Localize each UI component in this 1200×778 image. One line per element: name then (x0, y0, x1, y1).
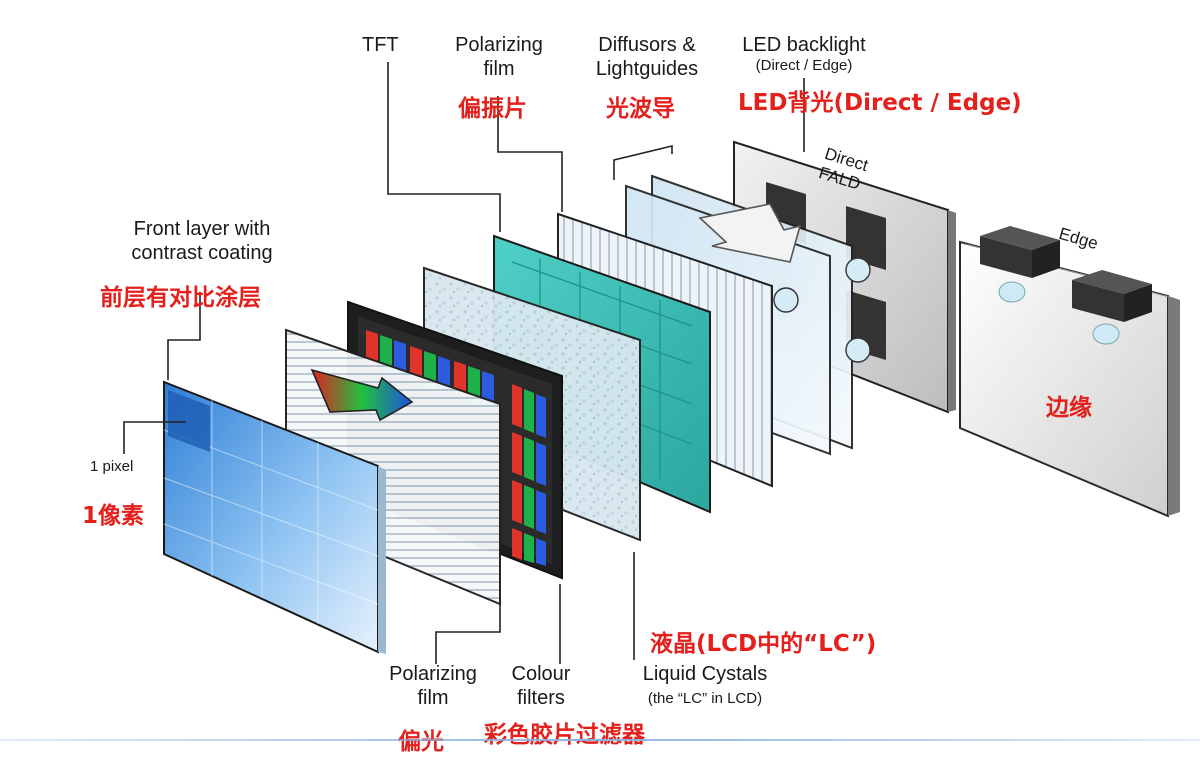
diffusors-line1: Diffusors & (598, 34, 696, 56)
pixel-cn: 1像素 (82, 503, 145, 529)
led-backlight-line1: LED backlight (742, 34, 866, 56)
polarizing-film-top-line1: Polarizing (455, 34, 543, 56)
polarizing-film-bottom-cn: 偏光 (398, 729, 444, 755)
edge-led-right (1072, 270, 1152, 345)
polarizing-film-top-label: Polarizing film (446, 33, 552, 81)
liquid-crystals-line1: Liquid Cystals (642, 663, 768, 685)
colour-filters-line2: filters (517, 687, 565, 709)
edge-cn: 边缘 (1046, 395, 1092, 421)
pixel-highlight (168, 390, 210, 452)
pixel-label: 1 pixel (90, 458, 134, 475)
diffusors-cn: 光波导 (606, 96, 675, 122)
liquid-crystals-cn: 液晶(LCD中的“LC”) (650, 631, 877, 657)
colour-filters-line1: Colour (511, 663, 571, 685)
polarizing-film-bottom-label: Polarizing film (378, 662, 488, 710)
front-pixel-panel (163, 380, 386, 654)
front-layer-line1: Front layer with (133, 218, 271, 240)
bottom-divider (0, 739, 1200, 741)
polarizing-film-top-line2: film (483, 58, 515, 80)
diffusors-line2: Lightguides (595, 58, 699, 80)
tft-label: TFT (362, 34, 399, 56)
front-layer-cn: 前层有对比涂层 (100, 285, 261, 311)
colour-filters-cn: 彩色胶片过滤器 (484, 722, 645, 748)
front-layer-label: Front layer with contrast coating (112, 217, 292, 265)
edge-backlight-panel (959, 226, 1180, 518)
led-backlight-sub: (Direct / Edge) (755, 57, 853, 74)
led-backlight-label: LED backlight (Direct / Edge) (726, 33, 882, 75)
front-layer-line2: contrast coating (131, 242, 273, 264)
diffusors-label: Diffusors & Lightguides (584, 33, 710, 81)
liquid-crystals-label: Liquid Cystals (the “LC” in LCD) (626, 662, 784, 708)
led-backlight-cn: LED背光(Direct / Edge) (738, 90, 1022, 116)
polarizing-film-top-cn: 偏振片 (458, 96, 527, 122)
liquid-crystals-sub: (the “LC” in LCD) (647, 690, 763, 707)
polarizing-film-bottom-line1: Polarizing (389, 663, 477, 685)
light-direction-arrow (698, 203, 802, 263)
colour-filters-label: Colour filters (500, 662, 582, 710)
edge-led-left (980, 226, 1060, 303)
polarizing-film-bottom-line2: film (417, 687, 449, 709)
rgb-light-arrow (310, 368, 414, 422)
leader-lines (123, 62, 805, 664)
